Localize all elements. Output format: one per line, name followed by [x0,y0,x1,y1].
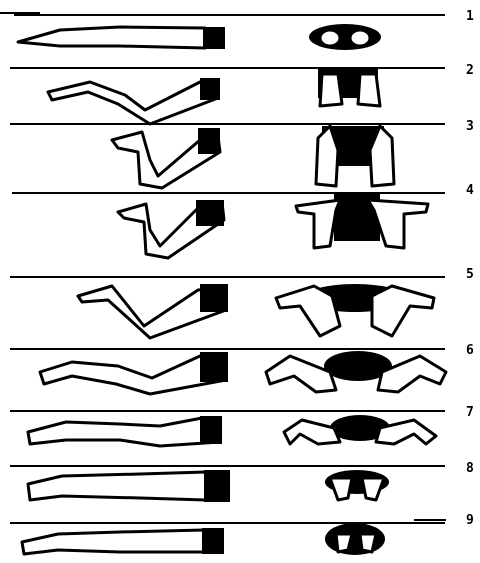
step-number: 3 [466,119,474,134]
step-number: 9 [466,513,474,528]
step-row-9: 9 [10,513,474,555]
rear-view-legs [309,24,381,50]
step-number: 1 [466,9,474,24]
side-view-legs [18,27,225,49]
side-view-legs [118,200,224,258]
step-row-7: 7 [10,405,474,446]
step-row-6: 6 [10,343,474,394]
step-row-2: 2 [10,63,474,124]
side-view-legs [28,470,230,502]
rear-view-legs [284,415,436,444]
step-row-4: 4 [12,183,474,258]
step-row-5: 5 [10,267,474,338]
side-view-legs [48,78,220,124]
rear-view-legs [316,126,394,186]
side-view-legs [22,528,224,554]
rear-view-legs [266,351,446,392]
rear-view-legs [325,470,389,500]
step-number: 7 [466,405,474,420]
rear-view-legs [296,193,428,248]
step-number: 2 [466,63,474,78]
side-view-legs [78,284,228,338]
step-number: 6 [466,343,474,358]
rear-view-legs [318,68,380,106]
step-number: 5 [466,267,474,282]
step-number: 4 [466,183,474,198]
step-row-3: 3 [10,119,474,188]
step-row-1: 1 [0,9,474,50]
step-number: 8 [466,461,474,476]
rear-view-legs [276,284,434,336]
side-view-legs [112,128,220,188]
side-view-legs [40,352,228,394]
step-row-8: 8 [10,461,474,502]
rear-view-legs [325,523,385,555]
side-view-legs [28,416,222,446]
